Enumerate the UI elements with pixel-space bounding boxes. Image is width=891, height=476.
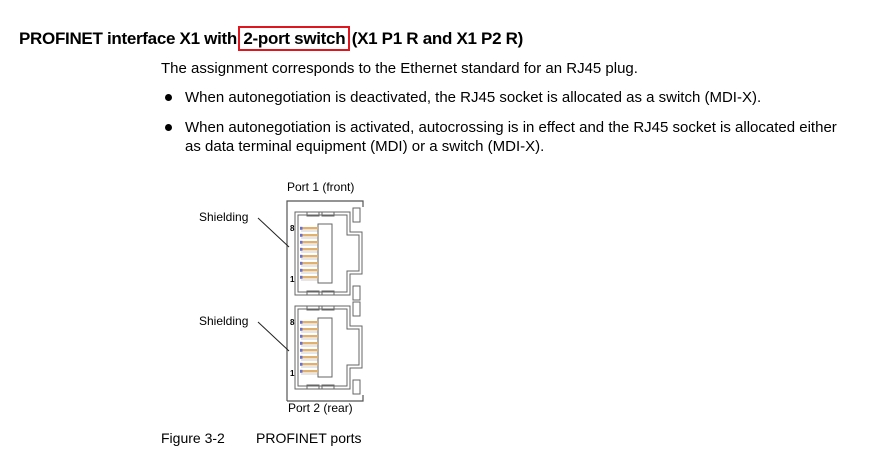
latch-tab	[306, 384, 320, 390]
shielding-label-2: Shielding	[199, 314, 248, 328]
contact-pin-tip	[300, 240, 303, 244]
contact-pin-tip	[300, 254, 303, 258]
bullet-item: When autonegotiation is deactivated, the…	[161, 88, 845, 107]
contact-pin-tip	[300, 327, 303, 331]
contact-pin-tip	[300, 275, 303, 279]
section-heading: PROFINET interface X1 with 2-port switch…	[19, 26, 524, 51]
heading-suffix: (X1 P1 R and X1 P2 R)	[347, 29, 524, 48]
rj45-socket-port-1: 81	[290, 207, 363, 301]
rj45-socket-port-2: 81	[290, 301, 363, 395]
socket-inner	[297, 214, 360, 293]
contact-pin-tip	[300, 233, 303, 237]
led-window	[352, 379, 361, 395]
contact-pin	[301, 276, 318, 279]
bullet-item: When autonegotiation is activated, autoc…	[161, 118, 845, 156]
port-1-label: Port 1 (front)	[287, 180, 354, 194]
latch-tab	[321, 290, 335, 296]
contact-pin	[301, 328, 318, 331]
contact-pin-tip	[300, 355, 303, 359]
contact-pin-tip	[300, 348, 303, 352]
heading-prefix: PROFINET interface X1 with	[19, 29, 242, 48]
latch-tab	[321, 211, 335, 217]
contact-pin-tip	[300, 226, 303, 230]
latch-tab	[306, 211, 320, 217]
led-window	[352, 285, 361, 301]
bullet-icon	[165, 124, 172, 131]
contact-pin	[301, 370, 318, 373]
led-window	[352, 301, 361, 317]
contact-pin	[301, 335, 318, 338]
latch-tab	[306, 290, 320, 296]
contact-pin	[301, 262, 318, 265]
housing-outline	[286, 200, 364, 401]
contact-pin-tip	[300, 247, 303, 251]
contact-pin-tip	[300, 362, 303, 366]
contact-pin	[301, 255, 318, 258]
pin-8-label: 8	[290, 318, 295, 327]
pin-1-label: 1	[290, 275, 295, 284]
latch-tab	[321, 305, 335, 311]
figure-number: Figure 3-2	[161, 430, 225, 446]
shielding-leader-2	[257, 321, 290, 352]
contact-pin-tip	[300, 369, 303, 373]
contact-pin	[301, 356, 318, 359]
contact-pin	[301, 363, 318, 366]
figure-title: PROFINET ports	[256, 430, 362, 446]
intro-paragraph: The assignment corresponds to the Ethern…	[161, 60, 638, 77]
latch-tab	[321, 384, 335, 390]
highlighted-term: 2-port switch	[238, 26, 351, 51]
pin-8-label: 8	[290, 224, 295, 233]
contact-pin-tip	[300, 341, 303, 345]
contact-pin	[301, 269, 318, 272]
contact-pin	[301, 342, 318, 345]
shielding-leader-1	[257, 217, 290, 248]
bullet-text: When autonegotiation is activated, autoc…	[185, 119, 837, 155]
socket-inner	[297, 308, 360, 387]
contact-pin	[301, 349, 318, 352]
contact-pin-tip	[300, 261, 303, 265]
contact-block	[317, 317, 333, 378]
contact-pin	[301, 234, 318, 237]
contact-pin-tip	[300, 320, 303, 324]
shielding-label-1: Shielding	[199, 210, 248, 224]
bullet-list: When autonegotiation is deactivated, the…	[161, 88, 845, 167]
contact-pin	[301, 241, 318, 244]
bullet-text: When autonegotiation is deactivated, the…	[185, 89, 762, 106]
housing-outline-bottom	[287, 395, 364, 402]
port-2-label: Port 2 (rear)	[288, 401, 353, 415]
contact-pin-tip	[300, 268, 303, 272]
contact-pin	[301, 227, 318, 230]
contact-block	[317, 223, 333, 284]
figure-caption: Figure 3-2 PROFINET ports	[161, 430, 362, 446]
led-window	[352, 207, 361, 223]
bullet-icon	[165, 94, 172, 101]
contact-pin	[301, 248, 318, 251]
contact-pin-tip	[300, 334, 303, 338]
pin-1-label: 1	[290, 369, 295, 378]
contact-pin	[301, 321, 318, 324]
latch-tab	[306, 305, 320, 311]
